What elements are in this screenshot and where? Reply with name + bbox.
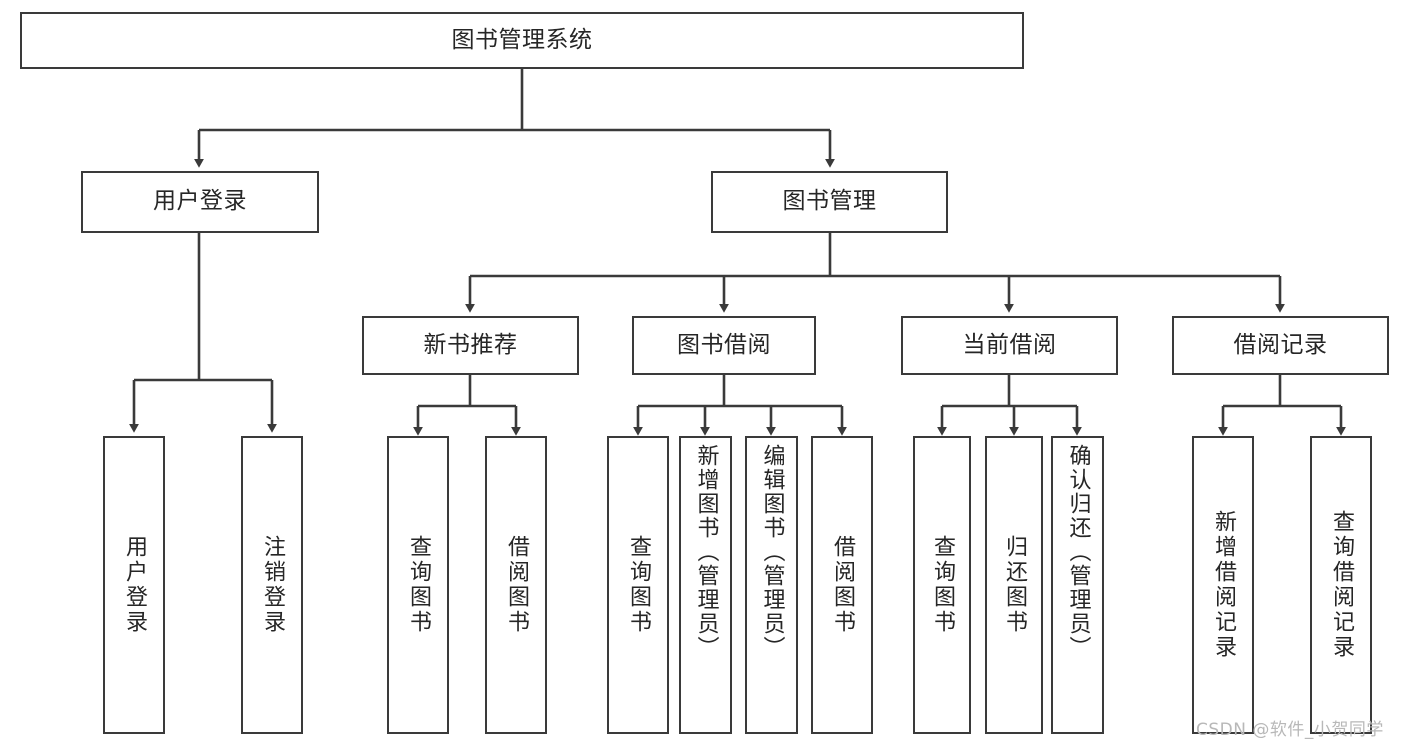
node-new-book-recommend[interactable]: 新书推荐	[362, 316, 579, 375]
leaf-logout-label: 注销登录	[260, 535, 285, 635]
leaf-query-borrow-record-label: 查询借阅记录	[1329, 510, 1354, 660]
leaf-logout[interactable]: 注销登录	[241, 436, 303, 734]
node-user-login[interactable]: 用户登录	[81, 171, 319, 233]
leaf-edit-book[interactable]: 编辑图书（管理员）	[745, 436, 798, 734]
node-book-borrow[interactable]: 图书借阅	[632, 316, 816, 375]
leaf-confirm-return-label: 确认归还（管理员）	[1065, 444, 1091, 660]
leaf-borrow-book-2[interactable]: 借阅图书	[811, 436, 873, 734]
leaf-add-book[interactable]: 新增图书（管理员）	[679, 436, 732, 734]
node-borrow-record-label: 借阅记录	[1233, 331, 1328, 358]
leaf-query-book-3-label: 查询图书	[930, 535, 955, 635]
node-book-management-label: 图书管理	[782, 188, 877, 215]
node-user-login-label: 用户登录	[153, 188, 247, 215]
leaf-borrow-book-1[interactable]: 借阅图书	[485, 436, 547, 734]
leaf-query-book-2[interactable]: 查询图书	[607, 436, 669, 734]
leaf-borrow-book-1-label: 借阅图书	[504, 535, 529, 635]
leaf-user-login[interactable]: 用户登录	[103, 436, 165, 734]
leaf-query-book-3[interactable]: 查询图书	[913, 436, 971, 734]
leaf-return-book-label: 归还图书	[1002, 535, 1027, 635]
leaf-add-book-label: 新增图书（管理员）	[693, 444, 719, 660]
leaf-user-login-label: 用户登录	[122, 535, 147, 635]
csdn-watermark: CSDN @软件_小贺同学	[1196, 720, 1384, 740]
leaf-confirm-return[interactable]: 确认归还（管理员）	[1051, 436, 1104, 734]
node-new-book-recommend-label: 新书推荐	[423, 331, 518, 358]
leaf-query-book-2-label: 查询图书	[626, 535, 651, 635]
node-book-management[interactable]: 图书管理	[711, 171, 948, 233]
node-root-label: 图书管理系统	[451, 26, 593, 53]
leaf-edit-book-label: 编辑图书（管理员）	[759, 444, 785, 660]
leaf-query-book-1-label: 查询图书	[406, 535, 431, 635]
leaf-borrow-book-2-label: 借阅图书	[830, 535, 855, 635]
node-book-borrow-label: 图书借阅	[677, 331, 771, 358]
leaf-add-borrow-record[interactable]: 新增借阅记录	[1192, 436, 1254, 734]
leaf-query-borrow-record[interactable]: 查询借阅记录	[1310, 436, 1372, 734]
node-current-borrow[interactable]: 当前借阅	[901, 316, 1118, 375]
node-borrow-record[interactable]: 借阅记录	[1172, 316, 1389, 375]
leaf-query-book-1[interactable]: 查询图书	[387, 436, 449, 734]
node-current-borrow-label: 当前借阅	[962, 331, 1057, 358]
leaf-return-book[interactable]: 归还图书	[985, 436, 1043, 734]
node-root[interactable]: 图书管理系统	[20, 12, 1024, 69]
leaf-add-borrow-record-label: 新增借阅记录	[1211, 510, 1236, 660]
